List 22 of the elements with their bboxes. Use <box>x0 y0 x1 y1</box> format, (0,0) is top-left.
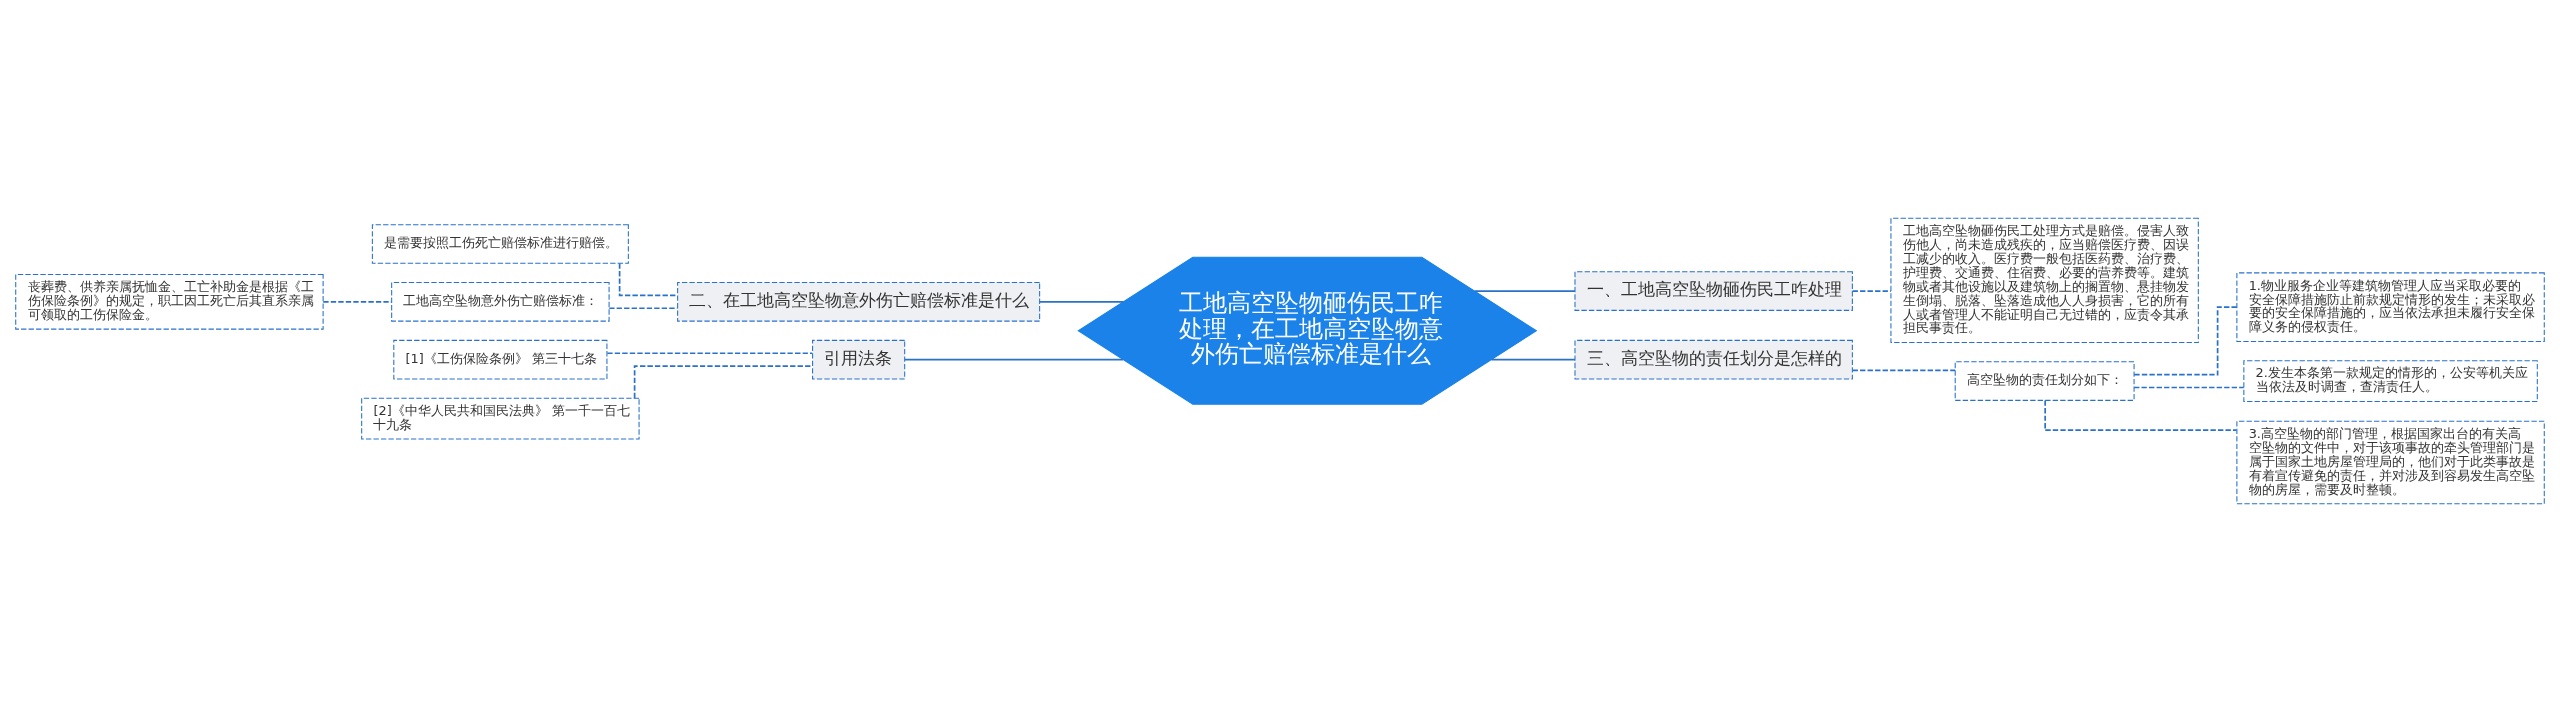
node-box: 丧葬费、供养亲属抚恤金、工亡补助金是根据《工伤保险条例》的规定，职工因工死亡后其直系亲属可领取的工伤保险金。 <box>15 273 324 330</box>
node-box: 工地高空坠物砸伤民工处理方式是赔偿。侵害人致伤他人，尚未造成残疾的，应当赔偿医疗费、因误工减少的收入。医疗费一般包括医药费、治疗费、护理费、交通费、住宿费、必要的营养费等。建筑物或者其他设施以及建筑物上的搁置物、悬挂物发生倒塌、脱落、坠落造成他人人身损害，它的所有人或者管理人不能证明自己无过错的，应责令其承担民事责任。 <box>1890 217 2199 343</box>
connector <box>1473 289 1576 292</box>
connector <box>1490 358 1576 360</box>
node-box: 2.发生本条第一款规定的情形的，公安等机关应当依法及时调查，查清责任人。 <box>2243 359 2538 402</box>
node-box: 高空坠物的责任划分如下： <box>1954 360 2135 401</box>
connector <box>1851 289 1892 292</box>
connector <box>1851 369 1956 371</box>
connector <box>904 358 1124 360</box>
connector <box>606 351 814 354</box>
node-box: 二、在工地高空坠物意外伤亡赔偿标准是什么 <box>677 281 1041 322</box>
node-box: 3.高空坠物的部门管理，根据国家出台的有关高空坠物的文件中，对于该项事故的牵头管理部门是属于国家土地房屋管理局的，他们对于此类事故是有着宣传避免的责任，并对涉及到容易发生高空坠物的房屋，需要及时整顿。 <box>2236 420 2545 504</box>
node-box: 1.物业服务企业等建筑物管理人应当采取必要的安全保障措施防止前款规定情形的发生；未采取必要的安全保障措施的，应当依法承担未履行安全保障义务的侵权责任。 <box>2236 271 2545 342</box>
node-box: 工地高空坠物意外伤亡赔偿标准： <box>391 281 610 322</box>
node-box: 三、高空坠物的责任划分是怎样的 <box>1574 339 1853 379</box>
node-box: [2]《中华人民共和国民法典》 第一千一百七十九条 <box>361 397 640 439</box>
connector <box>2133 386 2245 388</box>
node-box: [1]《工伤保险条例》 第三十七条 <box>393 339 608 379</box>
connector <box>1038 300 1125 303</box>
node-box: 一、工地高空坠物砸伤民工咋处理 <box>1574 270 1853 311</box>
node-box: 是需要按照工伤死亡赔偿标准进行赔偿。 <box>371 223 629 264</box>
node-box: 引用法条 <box>812 339 906 379</box>
